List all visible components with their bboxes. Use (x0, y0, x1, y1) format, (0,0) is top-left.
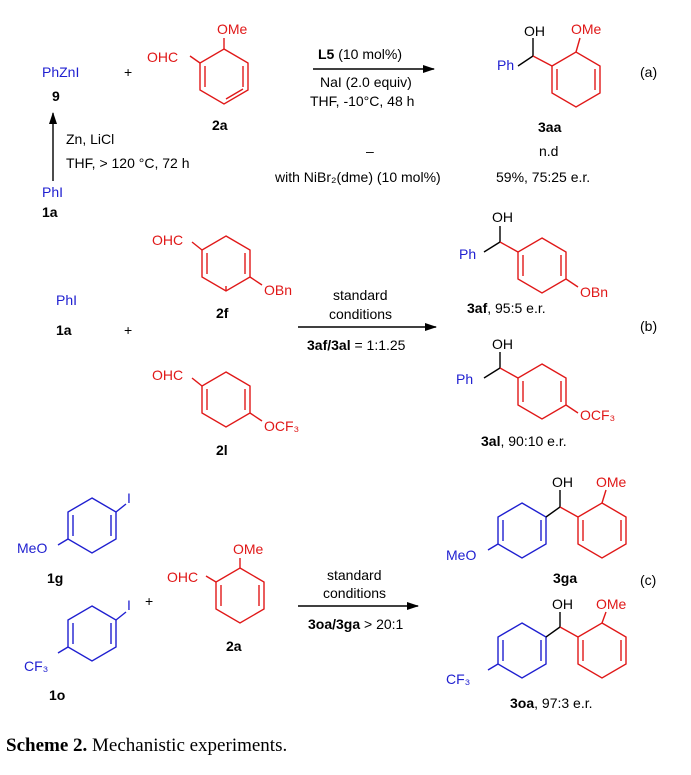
product-3af-obn: OBn (580, 284, 608, 300)
product-3oa-structure (487, 611, 627, 679)
panel-c-tag: (c) (640, 572, 656, 588)
aldehyde-2a-ohc: OHC (147, 49, 178, 65)
aldehyde-2f-ohc: OHC (152, 232, 183, 248)
plus-sign-c: + (145, 593, 153, 609)
aldehyde-2a-c-structure (205, 558, 265, 624)
product-3af-ph: Ph (459, 246, 476, 262)
arrow-c-line1: standard (327, 567, 381, 583)
product-3al-oh: OH (492, 336, 513, 352)
aldehyde-2f-obn: OBn (264, 282, 292, 298)
product-3af-structure (483, 226, 579, 294)
panel-b: PhI 1a + OHC OBn 2f OHC OCF₃ 2l standard (56, 209, 657, 458)
product-3oa-oh: OH (552, 596, 573, 612)
arrow-c-ratio: 3oa/3ga > 20:1 (308, 616, 404, 632)
product-3aa-number: 3aa (538, 119, 562, 135)
aldehyde-2f-number: 2f (216, 305, 229, 321)
product-3ga-number: 3ga (553, 570, 577, 586)
scheme-caption: Scheme 2. Mechanistic experiments. (6, 735, 287, 757)
arrow-a-conditions-1: L5 (10 mol%) (318, 46, 402, 62)
vertical-conditions-1: Zn, LiCl (66, 131, 114, 147)
product-3oa-cf3: CF₃ (446, 671, 470, 687)
row2-condition: with NiBr₂(dme) (10 mol%) (274, 169, 441, 185)
product-3ga-meo: MeO (446, 547, 476, 563)
product-3aa-ph: Ph (497, 57, 514, 73)
panel-a: PhZnI 9 + OHC OMe 2a L5 (10 mol%) NaI (2… (42, 21, 657, 220)
plus-sign-a: + (124, 64, 132, 80)
aryl-1o-cf3: CF₃ (24, 658, 48, 674)
arrow-a-conditions-3: THF, -10°C, 48 h (310, 93, 414, 109)
product-3aa-structure (517, 37, 601, 108)
aryl-1o-number: 1o (49, 687, 65, 703)
start-reagent-phi: PhI (42, 184, 63, 200)
aryl-1g-structure (57, 497, 127, 554)
product-3ga-structure (487, 489, 627, 559)
arrow-b-ratio: 3af/3al = 1:1.25 (307, 337, 406, 353)
caption-label: Scheme 2. (6, 735, 88, 756)
row2-result: 59%, 75:25 e.r. (496, 169, 590, 185)
aryl-1g-number: 1g (47, 570, 63, 586)
reagent-1a-b: 1a (56, 322, 72, 338)
product-3af-oh: OH (492, 209, 513, 225)
reagent-9-number: 9 (52, 88, 60, 104)
arrow-c-line2: conditions (323, 585, 386, 601)
product-3aa-ome: OMe (571, 21, 602, 37)
panel-c: I MeO 1g I CF₃ 1o + OHC OMe 2a standard … (17, 474, 656, 711)
panel-b-tag: (b) (640, 318, 657, 334)
aldehyde-2f-structure (191, 235, 263, 292)
aldehyde-2a-c-ohc: OHC (167, 569, 198, 585)
arrow-b-line2: conditions (329, 306, 392, 322)
product-3al-ocf3: OCF₃ (580, 407, 615, 423)
product-3af-label: 3af, 95:5 e.r. (467, 300, 546, 316)
aldehyde-2l-number: 2l (216, 442, 228, 458)
aldehyde-2l-structure (191, 371, 263, 428)
row1-result: n.d (539, 143, 558, 159)
product-3oa-label: 3oa, 97:3 e.r. (510, 695, 593, 711)
product-3oa-ome: OMe (596, 596, 627, 612)
product-3ga-oh: OH (552, 474, 573, 490)
aldehyde-2l-ocf3: OCF₃ (264, 418, 299, 434)
product-3ga-ome: OMe (596, 474, 627, 490)
aryl-1o-structure (57, 605, 127, 662)
aldehyde-2a-ome: OMe (217, 21, 248, 37)
reagent-phi-b: PhI (56, 292, 77, 308)
vertical-conditions-2: THF, > 120 °C, 72 h (66, 155, 190, 171)
aldehyde-2a-c-ome: OMe (233, 541, 264, 557)
aldehyde-2a-structure (189, 38, 249, 105)
caption-text: Mechanistic experiments. (92, 735, 288, 756)
row1-condition: – (366, 143, 374, 159)
product-3al-structure (483, 352, 579, 420)
arrow-a-conditions-2: NaI (2.0 equiv) (320, 74, 412, 90)
plus-sign-b: + (124, 322, 132, 338)
product-3al-label: 3al, 90:10 e.r. (481, 433, 567, 449)
panel-a-tag: (a) (640, 64, 657, 80)
aryl-1g-iodine: I (127, 490, 131, 506)
aryl-1o-iodine: I (127, 597, 131, 613)
product-3al-ph: Ph (456, 371, 473, 387)
aldehyde-2l-ohc: OHC (152, 367, 183, 383)
arrow-b-line1: standard (333, 287, 387, 303)
aldehyde-2a-c-number: 2a (226, 638, 242, 654)
start-reagent-number: 1a (42, 204, 58, 220)
aryl-1g-meo: MeO (17, 540, 47, 556)
product-3aa-oh: OH (524, 23, 545, 39)
aldehyde-2a-number: 2a (212, 117, 228, 133)
reagent-phzni: PhZnI (42, 64, 79, 80)
